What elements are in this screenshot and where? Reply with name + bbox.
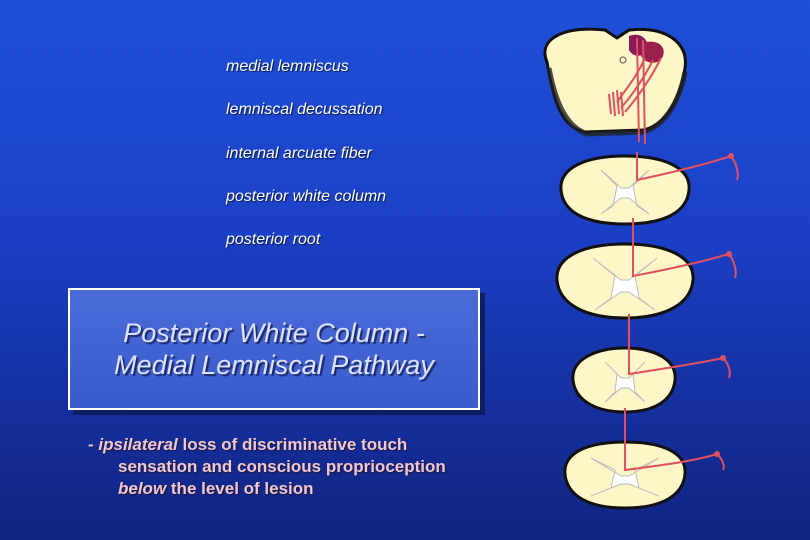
title-line-2: Medial Lemniscal Pathway — [114, 350, 434, 380]
medial-lemniscus-fibers — [608, 89, 624, 117]
description: - ipsilateral loss of discriminative tou… — [88, 434, 508, 500]
spinal-section-2 — [555, 218, 737, 320]
root-fiber — [628, 314, 731, 379]
description-below: below — [118, 479, 167, 498]
spinal-pathway-diagram — [543, 27, 739, 510]
description-ipsilateral: ipsilateral — [98, 435, 178, 454]
dorsal-root-ganglion — [720, 355, 726, 361]
root-fiber — [636, 152, 739, 182]
description-line1-rest: loss of discriminative touch — [177, 435, 408, 454]
root-fiber — [632, 218, 737, 279]
grey-matter — [604, 361, 646, 403]
spinal-section-4 — [563, 408, 725, 510]
ascending-tract-top — [636, 37, 646, 145]
medulla-section — [543, 27, 688, 145]
description-line-1: - ipsilateral loss of discriminative tou… — [88, 434, 508, 456]
label-posterior-root: posterior root — [226, 231, 321, 248]
root-fiber — [624, 408, 725, 472]
title-line-1: Posterior White Column - — [123, 318, 425, 348]
description-line-3: below the level of lesion — [88, 478, 508, 500]
description-prefix: - — [88, 435, 99, 454]
dorsal-root-ganglion — [728, 153, 734, 159]
central-canal — [619, 56, 627, 64]
label-medial-lemniscus: medial lemniscus — [226, 58, 349, 75]
spinal-section-3 — [571, 314, 731, 414]
description-line-2: sensation and conscious proprioception — [118, 457, 446, 476]
title-box: Posterior White Column - Medial Lemnisca… — [68, 288, 480, 410]
dorsal-root-ganglion — [726, 251, 732, 257]
grey-matter — [592, 257, 658, 311]
label-lemniscal-decussation: lemniscal decussation — [226, 101, 383, 118]
description-line3-rest: the level of lesion — [166, 479, 314, 498]
spinal-section-1 — [559, 152, 739, 226]
label-posterior-white-column: posterior white column — [226, 188, 387, 205]
nucleus-cuneatus — [641, 41, 664, 63]
label-internal-arcuate-fiber: internal arcuate fiber — [226, 145, 372, 162]
dorsal-root-ganglion — [714, 451, 720, 457]
